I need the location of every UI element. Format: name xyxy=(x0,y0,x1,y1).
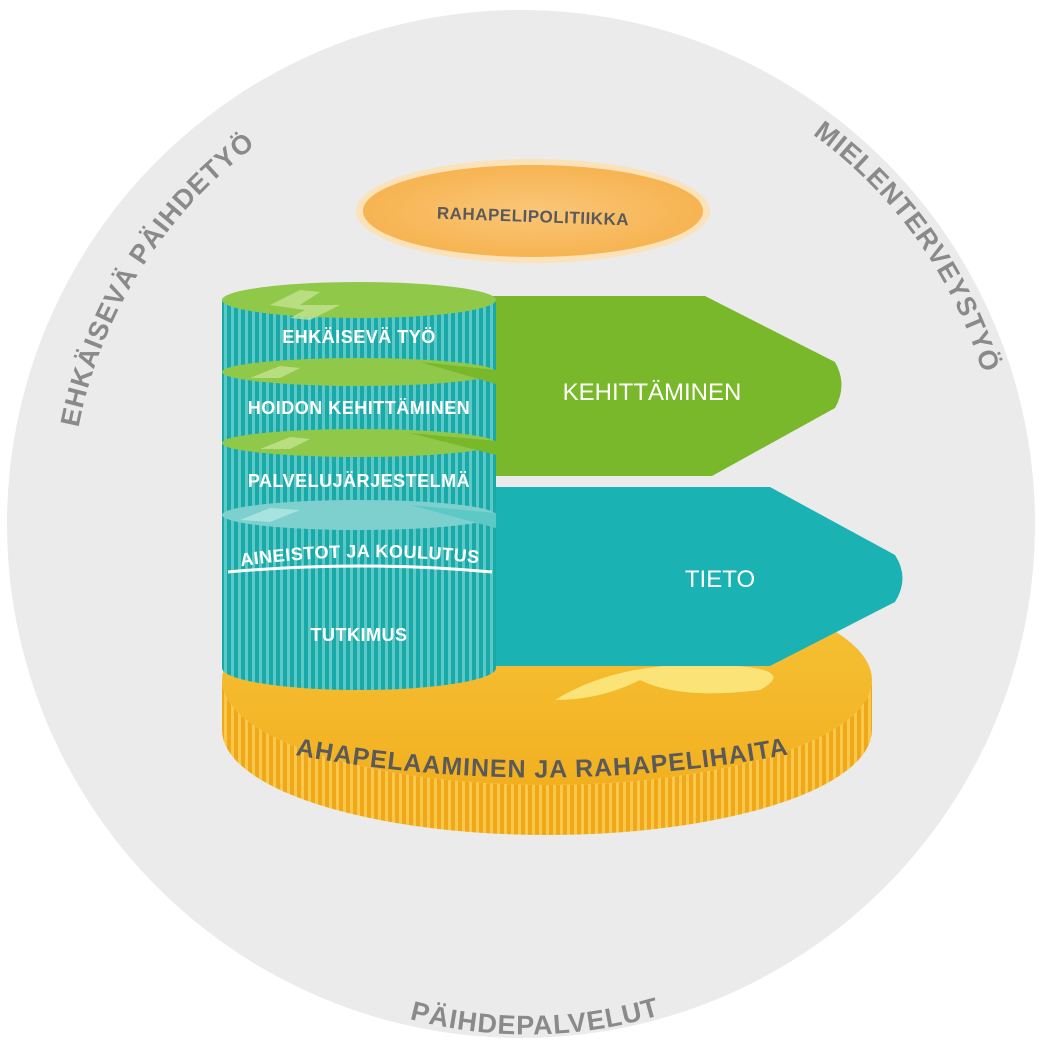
layer-label-service-system: PALVELUJÄRJESTELMÄ xyxy=(248,471,470,491)
stack-white-separator xyxy=(227,564,493,574)
base-coin-highlight xyxy=(555,664,774,700)
base-coin-side xyxy=(222,680,872,835)
arrow-development xyxy=(470,296,842,476)
arrow-knowledge-label: TIETO xyxy=(685,566,755,593)
arrow-knowledge xyxy=(470,487,903,666)
stack-disc-4 xyxy=(222,500,496,530)
arrow-development-label: KEHITTÄMINEN xyxy=(563,379,742,406)
layer-label-prevention: EHKÄISEVÄ TYÖ xyxy=(282,327,436,347)
stack-disc-3 xyxy=(222,429,496,457)
policy-ellipse xyxy=(363,165,703,257)
stack-disc-1 xyxy=(222,282,496,320)
stack-disc-2 xyxy=(222,358,496,386)
layer-label-research: TUTKIMUS xyxy=(311,625,408,645)
layer-label-treatment: HOIDON KEHITTÄMINEN xyxy=(248,398,471,418)
stack-cylinder-body xyxy=(222,300,496,690)
